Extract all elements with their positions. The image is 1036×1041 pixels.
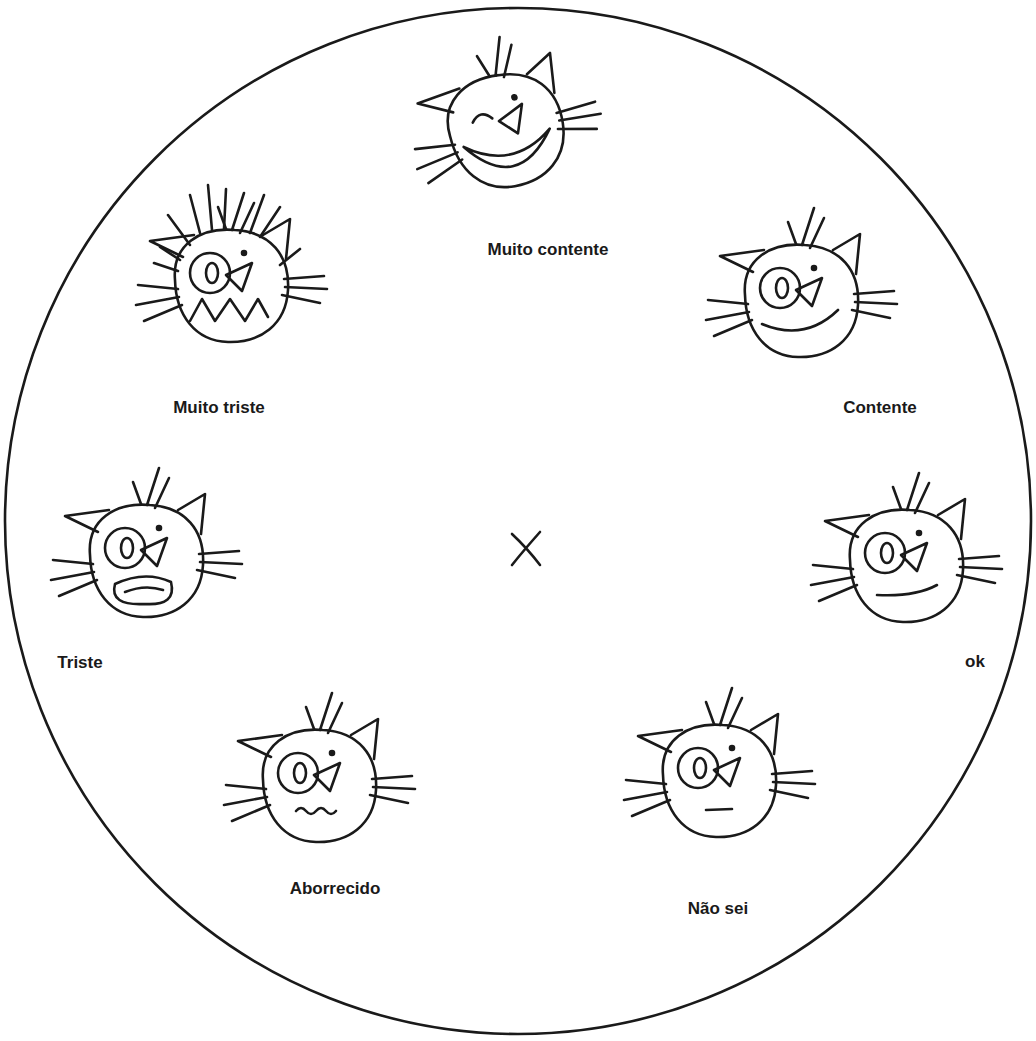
outer-circle bbox=[5, 8, 1031, 1034]
mood-label: Contente bbox=[843, 398, 917, 418]
center-cross bbox=[512, 532, 540, 565]
cat-face bbox=[811, 473, 1002, 622]
cat-face bbox=[706, 208, 897, 357]
mood-label: Não sei bbox=[688, 899, 748, 919]
cat-face bbox=[51, 468, 242, 617]
mood-label: Triste bbox=[57, 653, 102, 673]
cat-face bbox=[624, 688, 815, 837]
mood-label: Muito contente bbox=[488, 240, 609, 260]
cat-face bbox=[394, 20, 612, 205]
mood-label: ok bbox=[965, 652, 985, 672]
mood-label: Aborrecido bbox=[290, 879, 381, 899]
cat-face bbox=[224, 693, 415, 842]
cat-face bbox=[136, 185, 327, 342]
mood-label: Muito triste bbox=[173, 398, 265, 418]
